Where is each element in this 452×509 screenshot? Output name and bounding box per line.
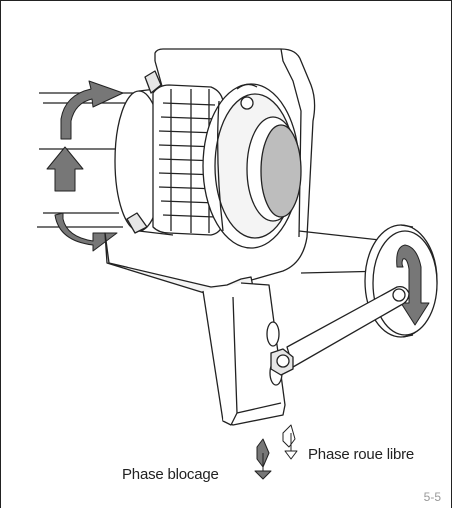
wheel-rotation-arrow [396, 244, 430, 326]
inner-hub [202, 83, 302, 249]
figure-number: 5-5 [423, 490, 441, 504]
rotation-arrows-left [46, 80, 124, 252]
mounting-bracket [104, 232, 286, 426]
phase-arrows [254, 424, 298, 480]
lever-arm [270, 285, 410, 376]
label-freewheel-phase: Phase roue libre [308, 446, 415, 463]
label-lock-phase: Phase blocage [122, 466, 219, 483]
